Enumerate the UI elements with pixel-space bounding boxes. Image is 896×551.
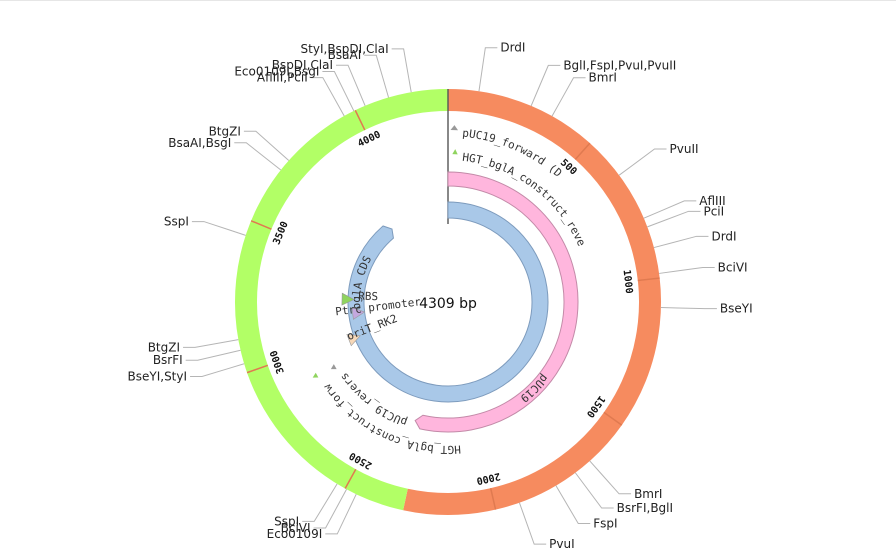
top-divider	[0, 0, 896, 1]
enzyme-label[interactable]: StyI,BspDI,ClaI	[301, 42, 389, 56]
primer-label: pUC19_forward (DNA)	[0, 0, 564, 180]
tick-2000	[489, 488, 497, 510]
enzyme-label[interactable]: BciVI	[718, 261, 748, 275]
enzyme-label[interactable]: Eco0109I	[267, 527, 323, 541]
feature-arrow	[347, 201, 549, 403]
tick-label: 3500	[271, 220, 290, 246]
enzyme-label[interactable]: BglI,FspI,PvuI,PvuII	[563, 58, 676, 72]
enzyme-label[interactable]: BsaAI,BsgI	[168, 136, 231, 150]
tick-label: 1000	[621, 269, 635, 294]
enzyme-label[interactable]: SspI	[274, 514, 299, 528]
feature-marker	[351, 307, 366, 320]
enzyme-label[interactable]: BciVI	[281, 521, 311, 535]
enzyme-label[interactable]: DrdI	[500, 41, 525, 55]
enzyme-label[interactable]: PvuII	[670, 142, 699, 156]
enzyme-label[interactable]: BsrFI	[153, 353, 183, 367]
primer-marker	[312, 372, 319, 378]
tick-label: 3000	[269, 349, 287, 375]
tick-2500	[344, 468, 357, 489]
enzyme-leader-line	[551, 77, 586, 117]
feature-marker	[346, 334, 361, 347]
enzyme-leader-line	[322, 70, 355, 112]
enzyme-labels[interactable]: DrdIBglI,FspI,PvuI,PvuIIBmrIPvuIIAflIIIP…	[128, 41, 753, 551]
primer-marker	[452, 149, 458, 155]
enzyme-leader-line	[190, 363, 245, 378]
enzyme-leader-line	[618, 148, 667, 176]
enzyme-leader-line	[183, 339, 239, 348]
tick-4000	[354, 109, 366, 131]
enzyme-leader-line	[234, 142, 282, 171]
enzyme-leader-line	[659, 267, 715, 274]
tick-3000	[246, 364, 269, 374]
enzyme-leader-line	[243, 130, 290, 161]
enzyme-leader-line	[478, 47, 498, 92]
enzyme-label[interactable]: DrdI	[711, 229, 736, 243]
enzyme-leader-line	[310, 77, 345, 117]
primer-label: HGT_bglA_construct_forward (DNA)	[0, 0, 461, 456]
enzyme-leader-line	[191, 221, 246, 236]
enzyme-label[interactable]: PciI	[703, 204, 724, 218]
enzyme-leader-line	[185, 349, 241, 361]
enzyme-label[interactable]: BspDI,ClaI	[272, 58, 333, 72]
feature-label: RBS	[358, 290, 378, 304]
enzyme-leader-line	[653, 235, 709, 249]
enzyme-label[interactable]: PvuI	[549, 537, 574, 551]
enzyme-leader-line	[302, 483, 338, 522]
enzyme-label[interactable]: BseYI,StyI	[128, 370, 188, 384]
enzyme-label[interactable]: BseYI	[720, 302, 753, 316]
enzyme-leader-line	[364, 54, 390, 98]
tick-1500	[603, 411, 623, 426]
enzyme-leader-line	[643, 200, 697, 219]
tick-500	[574, 142, 591, 161]
primer-label: HGT_bglA_construct_reverse (DNA)	[0, 0, 588, 248]
enzyme-label[interactable]: BsrFI,BglI	[617, 501, 673, 515]
tick-3500	[250, 220, 272, 230]
feature-marker	[341, 292, 355, 306]
enzyme-leader-line	[518, 502, 547, 545]
enzyme-label[interactable]: BsaAI	[328, 48, 362, 62]
enzyme-leader-line	[325, 493, 357, 535]
tick-label: 2000	[475, 470, 501, 486]
primer-marker	[330, 364, 337, 370]
enzyme-leader-line	[647, 210, 701, 228]
primer-label: pUC19_reverse (DNA)	[0, 0, 409, 429]
enzyme-leader-line	[530, 64, 561, 107]
enzyme-label[interactable]: AflIII,PciI	[257, 71, 308, 85]
enzyme-label[interactable]: BmrI	[634, 487, 662, 501]
enzyme-leader-line	[336, 64, 366, 106]
enzyme-label[interactable]: SspI	[164, 215, 189, 229]
enzyme-leader-line	[589, 460, 632, 495]
enzyme-label[interactable]: BmrI	[589, 71, 617, 85]
backbone-segment-0	[403, 89, 661, 515]
feature-arrow	[414, 171, 579, 433]
enzyme-leader-line	[555, 485, 591, 525]
enzyme-leader-line	[313, 489, 347, 529]
enzyme-label[interactable]: BtgZI	[209, 124, 241, 138]
enzyme-leader-line	[574, 472, 614, 509]
enzyme-label[interactable]: AflIII	[699, 194, 725, 208]
plasmid-length-label: 4309 bp	[419, 296, 477, 312]
enzyme-leader-line	[660, 307, 717, 310]
enzyme-leader-line	[391, 48, 412, 93]
enzyme-label[interactable]: Eco0109I,BsgI	[234, 64, 319, 78]
primer-marker	[450, 125, 459, 131]
enzyme-label[interactable]: BtgZI	[148, 340, 180, 354]
tick-1000	[637, 277, 660, 282]
enzyme-label[interactable]: FspI	[593, 517, 617, 531]
